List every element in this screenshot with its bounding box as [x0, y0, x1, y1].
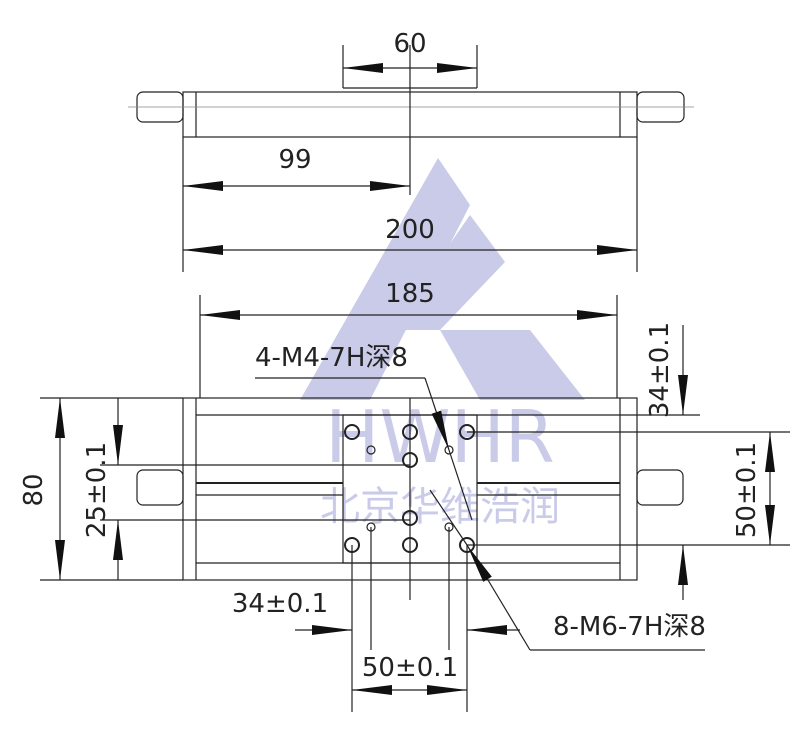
callout-4-m4: 4-M4-7H深8	[255, 343, 408, 373]
top-view: 60 99 200 185	[128, 29, 694, 398]
dim-60: 60	[393, 29, 426, 59]
mounting-holes	[344, 424, 475, 553]
dim-25: 25±0.1	[82, 442, 112, 538]
dim-50-right: 50±0.1	[732, 442, 762, 538]
watermark-logo: HWHR 北京华维浩润	[300, 158, 585, 530]
dim-34-bottom: 34±0.1	[232, 589, 328, 619]
dim-185: 185	[385, 279, 435, 309]
dim-50-bottom: 50±0.1	[362, 653, 458, 683]
watermark-brand: HWHR	[325, 395, 555, 479]
dim-200: 200	[385, 215, 435, 245]
dim-34-right: 34±0.1	[645, 322, 675, 418]
dim-99: 99	[278, 145, 311, 175]
dim-80: 80	[19, 473, 49, 506]
callout-8-m6: 8-M6-7H深8	[553, 612, 706, 642]
watermark-company: 北京华维浩润	[320, 484, 560, 530]
bottom-view: 80 25±0.1 34±0.1 50±0.1 34±0.1 50±0.1 4-…	[19, 322, 790, 712]
